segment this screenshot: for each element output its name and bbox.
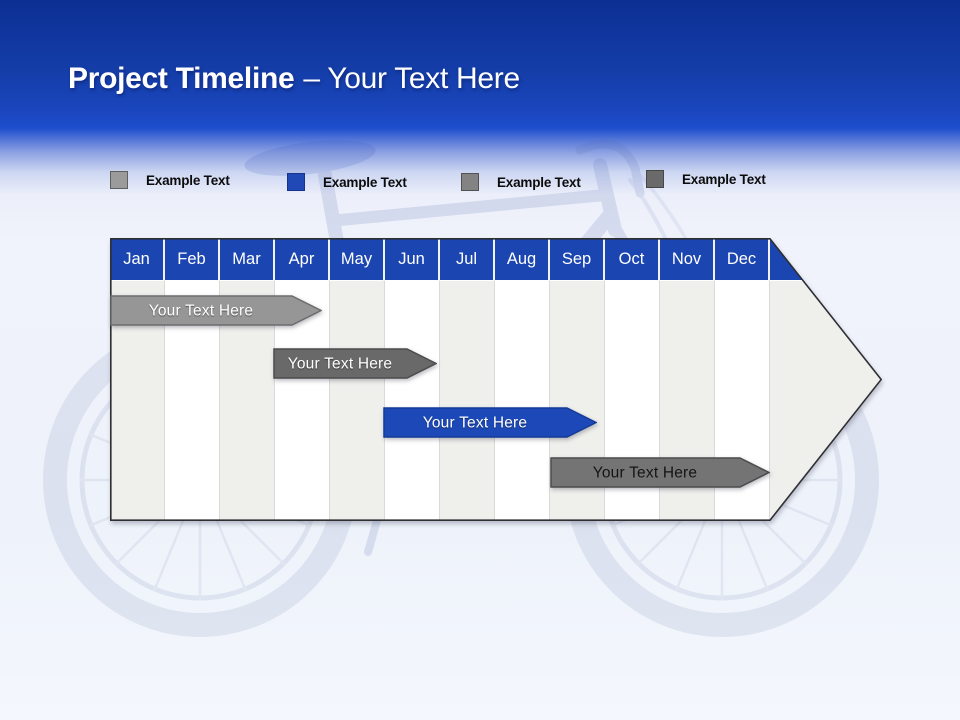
timeline-bar-label: Your Text Here: [593, 465, 697, 482]
timeline-bar-label: Your Text Here: [288, 356, 392, 373]
legend-item: Example Text: [461, 173, 581, 191]
timeline-bar: Your Text Here: [273, 348, 437, 379]
page-title-subtitle: – Your Text Here: [303, 62, 520, 95]
legend-item: Example Text: [646, 170, 766, 188]
page-title-main: Project Timeline: [68, 62, 295, 95]
month-cell: Jun: [385, 238, 440, 281]
month-cell: Dec: [715, 238, 770, 281]
legend-swatch: [287, 173, 305, 191]
legend-item: Example Text: [287, 173, 407, 191]
month-cell: Jul: [440, 238, 495, 281]
month-cell: Sep: [550, 238, 605, 281]
legend-swatch: [110, 171, 128, 189]
month-cell: Nov: [660, 238, 715, 281]
legend-swatch: [646, 170, 664, 188]
legend-label: Example Text: [682, 171, 766, 187]
timeline-bar-label: Your Text Here: [423, 415, 527, 432]
legend-label: Example Text: [146, 172, 230, 188]
legend-item: Example Text: [110, 171, 230, 189]
month-column: [330, 281, 385, 521]
month-cell: Apr: [275, 238, 330, 281]
legend-swatch: [461, 173, 479, 191]
timeline-bar-label: Your Text Here: [149, 303, 253, 320]
legend-label: Example Text: [497, 174, 581, 190]
page-title: Project Timeline– Your Text Here: [68, 61, 520, 97]
month-cell: Oct: [605, 238, 660, 281]
timeline-bar: Your Text Here: [383, 407, 597, 438]
month-cell: Mar: [220, 238, 275, 281]
month-column: [440, 281, 495, 521]
month-cell: Feb: [165, 238, 220, 281]
month-cell: Aug: [495, 238, 550, 281]
month-cell: Jan: [110, 238, 165, 281]
month-cell: May: [330, 238, 385, 281]
month-column: [495, 281, 550, 521]
timeline-bar: Your Text Here: [110, 295, 322, 326]
timeline-bar: Your Text Here: [550, 457, 770, 488]
month-header-row: Jan Feb Mar Apr May Jun Jul Aug Sep Oct …: [110, 238, 770, 281]
legend-label: Example Text: [323, 174, 407, 190]
month-column: [385, 281, 440, 521]
